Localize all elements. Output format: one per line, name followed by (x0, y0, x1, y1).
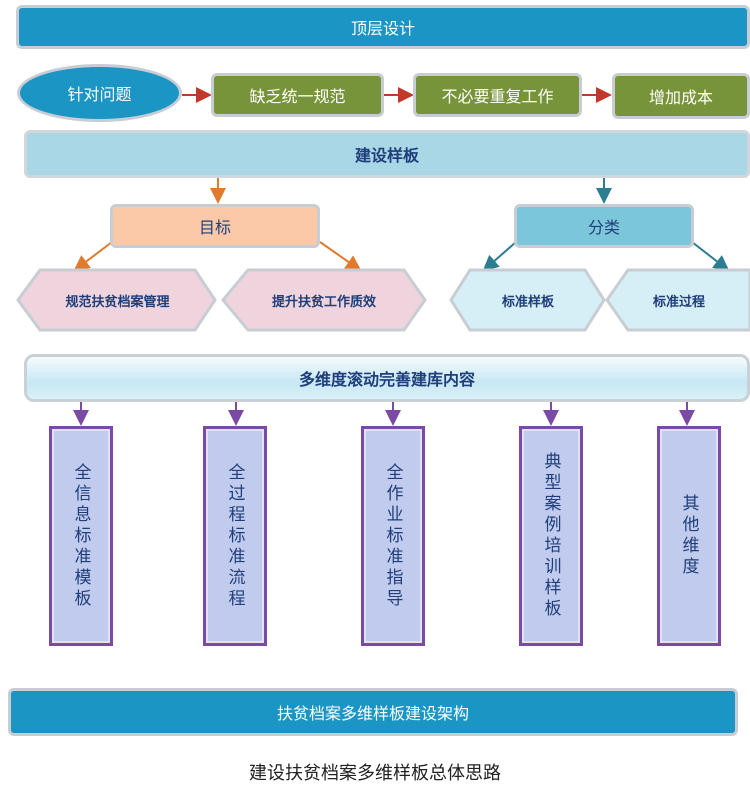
problem-box-2: 不必要重复工作 (413, 73, 582, 117)
column-2-label: 全过程标准流程 (224, 462, 245, 610)
goal-title: 目标 (198, 218, 231, 237)
hex-cat-1 (449, 268, 606, 332)
arrow-cat-left (482, 241, 517, 272)
arrow-goal-left (73, 241, 113, 272)
column-1: 全信息标准模板 (49, 426, 113, 646)
hex-goal-2 (221, 268, 427, 332)
problem-label: 针对问题 (67, 85, 132, 104)
column-4: 典型案例培训样板 (519, 426, 583, 646)
problem-ellipse: 针对问题 (17, 64, 182, 122)
bottom-architecture-bar: 扶贫档案多维样板建设架构 (8, 688, 738, 736)
category-item-2-label: 标准过程 (652, 294, 705, 310)
column-3: 全作业标准指导 (361, 426, 425, 646)
arrow-goal-right (319, 241, 362, 272)
column-4-label: 典型案例培训样板 (540, 452, 561, 620)
top-design-label: 顶层设计 (350, 19, 415, 38)
problem-text-3: 增加成本 (648, 88, 713, 107)
goal-box: 目标 (110, 204, 320, 248)
problem-box-3: 增加成本 (612, 73, 750, 119)
hex-cat-2 (605, 268, 750, 332)
problem-text-1: 缺乏统一规范 (249, 87, 346, 106)
top-design-bar: 顶层设计 (16, 5, 750, 49)
column-5-label: 其他维度 (678, 494, 699, 578)
category-title: 分类 (587, 218, 620, 237)
hex-goal-1 (16, 268, 217, 332)
category-item-1: 标准样板 (452, 270, 604, 330)
content-bar-label: 多维度滚动完善建库内容 (298, 370, 475, 389)
column-2: 全过程标准流程 (203, 426, 267, 646)
category-item-2: 标准过程 (608, 270, 750, 330)
content-bar: 多维度滚动完善建库内容 (24, 354, 750, 402)
figure-caption-text: 建设扶贫档案多维样板总体思路 (249, 763, 501, 784)
column-1-label: 全信息标准模板 (70, 462, 91, 610)
figure-caption: 建设扶贫档案多维样板总体思路 (0, 752, 750, 792)
build-template-bar: 建设样板 (24, 130, 750, 178)
goal-item-2-label: 提升扶贫工作质效 (271, 294, 376, 310)
category-box: 分类 (514, 204, 694, 248)
goal-item-2: 提升扶贫工作质效 (224, 270, 424, 330)
column-5: 其他维度 (657, 426, 721, 646)
problem-text-2: 不必要重复工作 (441, 87, 554, 106)
bottom-architecture-label: 扶贫档案多维样板建设架构 (276, 704, 469, 723)
build-template-label: 建设样板 (354, 146, 419, 165)
column-3-label: 全作业标准指导 (382, 462, 403, 610)
category-item-1-label: 标准样板 (501, 294, 554, 310)
arrow-cat-right (691, 241, 730, 272)
goal-item-1-label: 规范扶贫档案管理 (65, 294, 170, 310)
problem-box-1: 缺乏统一规范 (211, 73, 384, 117)
goal-item-1: 规范扶贫档案管理 (20, 270, 215, 330)
